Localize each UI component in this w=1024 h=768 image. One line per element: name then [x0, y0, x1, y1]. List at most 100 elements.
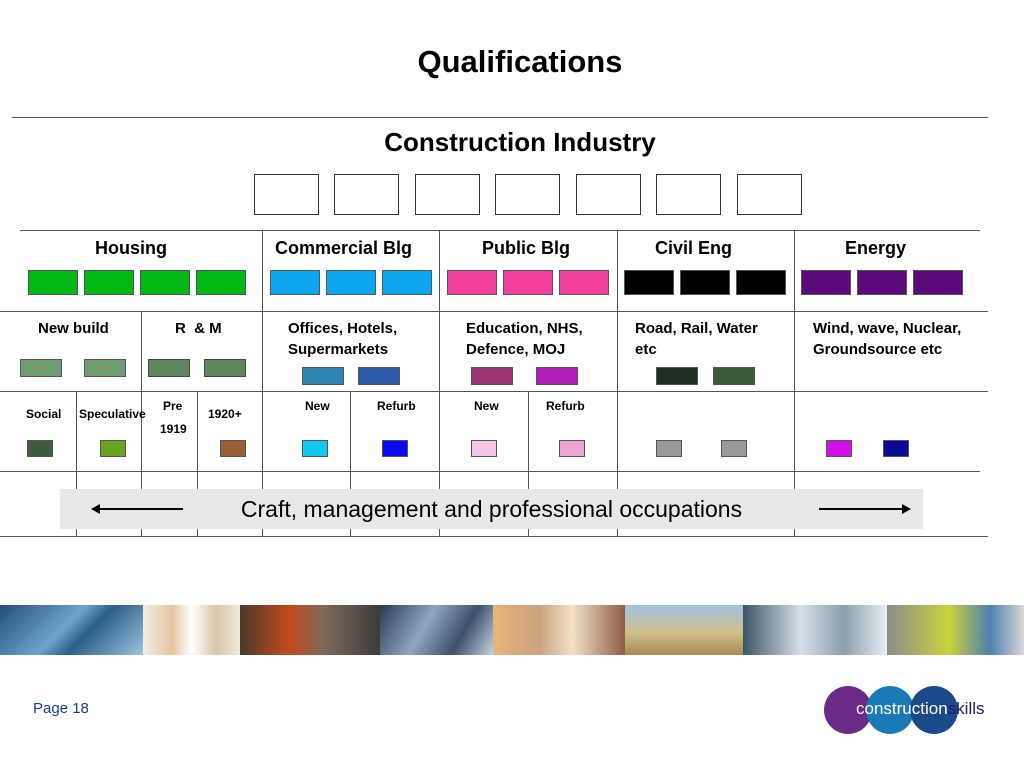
left-arrow-icon — [91, 504, 183, 514]
energy-l3-swatch — [883, 440, 909, 457]
logo-word-construction: construction — [856, 699, 948, 718]
sector-public: Public Blg — [482, 238, 571, 258]
category-box — [334, 174, 399, 215]
grid-line — [262, 230, 263, 536]
subsector-civil-line2: etc — [635, 341, 657, 358]
subsector-commercial-line2: Supermarkets — [288, 341, 389, 358]
people-photo — [143, 605, 240, 655]
subsector-civil-line1: Road, Rail, Water — [635, 320, 758, 337]
sector-housing: Housing — [95, 238, 167, 258]
post-1920-swatch — [220, 440, 246, 457]
civil-swatch — [680, 270, 730, 295]
commercial-swatch — [382, 270, 432, 295]
public-swatch — [503, 270, 553, 295]
housing-swatch — [84, 270, 134, 295]
new-build-swatch — [20, 359, 62, 377]
grid-line — [617, 230, 618, 536]
sector-commercial: Commercial Blg — [275, 238, 413, 258]
logo-word-skills: skills — [947, 699, 985, 718]
label-1919: 1919 — [160, 422, 187, 436]
civil-swatch — [624, 270, 674, 295]
civil-swatch — [736, 270, 786, 295]
grid-line — [0, 536, 988, 537]
category-box — [415, 174, 480, 215]
commercial-new-swatch — [302, 440, 328, 457]
staircase-photo — [743, 605, 887, 655]
site-workers-photo — [240, 605, 380, 655]
logo-circle-icon — [866, 686, 914, 734]
logo-wordmark: constructionskills — [856, 699, 985, 719]
public-swatch — [447, 270, 497, 295]
grid-line — [439, 230, 440, 536]
commercial-sub-swatch — [358, 367, 400, 385]
energy-swatch — [801, 270, 851, 295]
sector-civil: Civil Eng — [655, 238, 733, 258]
commercial-refurb-swatch — [382, 440, 408, 457]
public-swatch — [559, 270, 609, 295]
atrium-photo — [380, 605, 493, 655]
subsector-civil: Road, Rail, Water etc — [635, 318, 758, 360]
social-swatch — [27, 440, 53, 457]
grid-line — [350, 391, 351, 536]
grid-line — [76, 391, 77, 536]
energy-swatch — [857, 270, 907, 295]
commercial-sub-swatch — [302, 367, 344, 385]
subsector-public: Education, NHS, Defence, MOJ — [466, 318, 583, 360]
label-public-refurb: Refurb — [546, 399, 585, 413]
occupations-banner: Craft, management and professional occup… — [60, 489, 923, 529]
energy-swatch — [913, 270, 963, 295]
sector-energy: Energy — [845, 238, 907, 258]
subsector-new-build: New build — [38, 320, 109, 337]
commercial-swatch — [326, 270, 376, 295]
r-and-m-swatch — [204, 359, 246, 377]
building-glass-photo — [0, 605, 143, 655]
public-sub-swatch — [536, 367, 578, 385]
civil-l3-swatch — [721, 440, 747, 457]
page-title: Qualifications — [417, 44, 623, 79]
diagram-heading: Construction Industry — [384, 127, 656, 157]
label-speculative: Speculative — [79, 407, 146, 421]
civil-sub-swatch — [656, 367, 698, 385]
grid-line — [0, 311, 988, 312]
label-1920-plus: 1920+ — [208, 407, 242, 421]
speculative-swatch — [100, 440, 126, 457]
label-commercial-refurb: Refurb — [377, 399, 416, 413]
logo-circle-icon — [824, 686, 872, 734]
subsector-energy-line2: Groundsource etc — [813, 341, 943, 358]
construction-skills-logo: constructionskills — [824, 686, 1004, 734]
photo-strip — [0, 605, 1024, 655]
subsector-r-and-m: R & M — [175, 320, 222, 337]
page-number: Page 18 — [33, 700, 89, 717]
subsector-public-line1: Education, NHS, — [466, 320, 583, 337]
category-box — [495, 174, 560, 215]
r-and-m-swatch — [148, 359, 190, 377]
housing-swatch — [196, 270, 246, 295]
civil-sub-swatch — [713, 367, 755, 385]
label-social: Social — [26, 407, 62, 421]
subsector-commercial-line1: Offices, Hotels, — [288, 320, 398, 337]
grid-line — [20, 230, 980, 231]
civil-l3-swatch — [656, 440, 682, 457]
category-box — [737, 174, 802, 215]
subsector-energy: Wind, wave, Nuclear, Groundsource etc — [813, 318, 961, 360]
housing-swatch — [140, 270, 190, 295]
office-meeting-photo — [493, 605, 625, 655]
occupations-text: Craft, management and professional occup… — [240, 496, 743, 522]
grid-line — [0, 391, 988, 392]
grid-line — [141, 311, 142, 536]
title-divider — [12, 117, 988, 118]
public-refurb-swatch — [559, 440, 585, 457]
subsector-public-line2: Defence, MOJ — [466, 341, 566, 358]
category-box — [254, 174, 319, 215]
digger-photo — [625, 605, 743, 655]
housing-swatch — [28, 270, 78, 295]
grid-line — [197, 391, 198, 536]
grid-line — [794, 230, 795, 536]
worker-hivis-photo — [887, 605, 1024, 655]
right-arrow-icon — [819, 504, 911, 514]
logo-circle-icon — [910, 686, 958, 734]
new-build-swatch — [84, 359, 126, 377]
grid-line — [0, 471, 980, 472]
energy-l3-swatch — [826, 440, 852, 457]
category-box — [656, 174, 721, 215]
